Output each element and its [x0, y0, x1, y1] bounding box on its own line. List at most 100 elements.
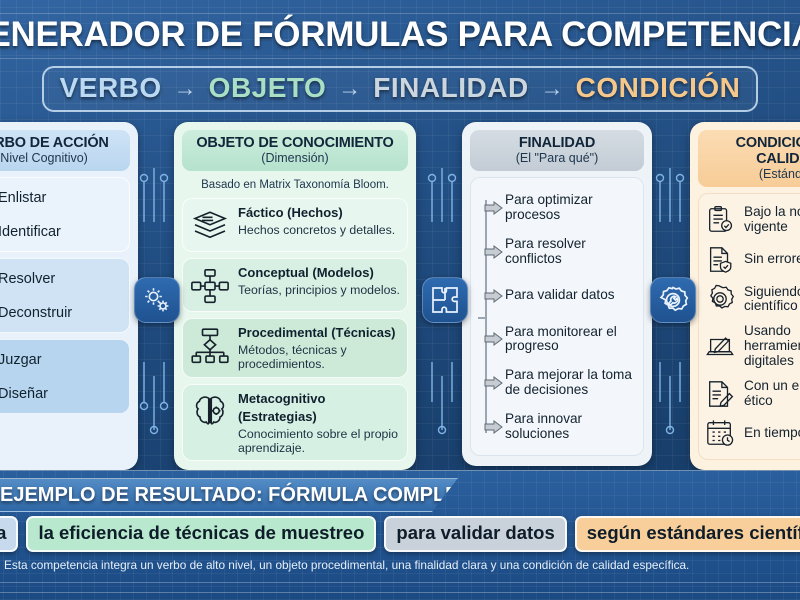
finalidad-item[interactable]: Para innovar soluciones: [484, 410, 637, 444]
formula-header-box: VERBO → OBJETO → FINALIDAD → CONDICIÓN: [41, 66, 759, 112]
column-verbo-title: VERBO DE ACCIÓN: [0, 135, 109, 151]
finalidad-label: Para monitorear el progreso: [505, 323, 617, 354]
finalidad-item[interactable]: Para resolver conflictos: [484, 235, 637, 269]
formula-header: VERBO → OBJETO → FINALIDAD → CONDICIÓN: [0, 66, 800, 112]
column-condicion-title: CONDICIÓN DE CALIDAD: [735, 135, 800, 168]
condicion-label: Sin errores: [744, 251, 800, 267]
verb-item[interactable]: Resolver: [0, 265, 122, 292]
column-finalidad: FINALIDAD (El "Para qué") Para optimizar…: [462, 122, 652, 466]
stack-icon: [190, 206, 230, 246]
objeto-card-title: Fáctico (Hechos): [238, 205, 343, 221]
column-finalidad-header: FINALIDAD (El "Para qué"): [470, 130, 644, 172]
column-verbo: VERBO DE ACCIÓN (Nivel Cognitivo): [0, 122, 138, 470]
arrow-right-icon: [484, 244, 504, 259]
bottom-section: EJEMPLO DE RESULTADO: FÓRMULA COMPLETA J…: [0, 470, 800, 600]
formula-word-finalidad: FINALIDAD: [373, 72, 529, 103]
condicion-label: En tiempo real: [744, 424, 800, 440]
gear-wrench-icon: [659, 286, 689, 312]
condicion-item[interactable]: Con un enfoque ético: [705, 377, 800, 409]
column-verbo-subtitle: (Nivel Cognitivo): [0, 151, 88, 166]
finalidad-spine: [478, 200, 487, 433]
condicion-label: Usando herramientas digitales: [744, 323, 800, 368]
verb-label: Deconstruir: [0, 304, 73, 321]
verb-item[interactable]: Juzgar: [0, 346, 122, 373]
finalidad-item[interactable]: Para optimizar procesos: [484, 191, 637, 225]
column-finalidad-title: FINALIDAD: [518, 135, 596, 151]
condicion-item[interactable]: Usando herramientas digitales: [705, 323, 800, 369]
column-condicion: CONDICIÓN DE CALIDAD (Estándar): [690, 122, 800, 470]
arrow-right-icon: [484, 376, 504, 391]
arrow-icon: →: [338, 74, 362, 101]
column-objeto-title: OBJETO DE CONOCIMIENTO: [196, 135, 394, 151]
objeto-card-procedimental[interactable]: Procedimental (Técnicas) Métodos, técnic…: [182, 318, 408, 378]
arrow-right-icon: [484, 332, 504, 347]
arrow-right-icon: [484, 420, 504, 435]
verb-item[interactable]: Deconstruir: [0, 299, 122, 326]
document-shield-icon: [705, 245, 735, 275]
column-objeto-header: OBJETO DE CONOCIMIENTO (Dimensión): [182, 130, 408, 172]
objeto-card-metacognitivo[interactable]: Metacognitivo (Estrategias) Conocimiento…: [182, 383, 408, 462]
condicion-label: Bajo la normativa vigente: [744, 204, 800, 235]
verb-item[interactable]: Diseñar: [0, 380, 122, 407]
condicion-item[interactable]: Sin errores: [705, 245, 800, 275]
verb-group-evaluar-crear: Juzgar Diseñar: [0, 339, 130, 415]
finalidad-label: Para resolver conflictos: [505, 235, 586, 266]
verb-label: Diseñar: [0, 385, 48, 402]
title-rule-top: [0, 13, 800, 14]
title-rule-bottom: [0, 58, 800, 59]
formula-chips: Juzga la eficiencia de técnicas de muest…: [0, 516, 800, 552]
column-objeto: OBJETO DE CONOCIMIENTO (Dimensión) Basad…: [174, 122, 416, 470]
chip-finalidad[interactable]: para validar datos: [384, 516, 567, 552]
chip-condicion[interactable]: según estándares científicos: [574, 516, 800, 552]
flowchart-icon: [190, 326, 230, 366]
objeto-card-title: Conceptual (Modelos): [238, 265, 374, 281]
objeto-card-title: Procedimental (Técnicas): [238, 325, 396, 341]
objeto-card-desc: Conocimiento sobre el propio aprendizaje…: [238, 426, 398, 455]
verb-item[interactable]: Identificar: [0, 218, 122, 245]
condicion-item[interactable]: Bajo la normativa vigente: [705, 204, 800, 235]
chip-verbo[interactable]: Juzga: [0, 516, 19, 552]
puzzle-connector-icon: [432, 287, 458, 313]
clipboard-check-icon: [705, 205, 735, 235]
objeto-card-factico[interactable]: Fáctico (Hechos) Hechos concretos y deta…: [182, 198, 408, 253]
calendar-clock-icon: [705, 418, 735, 448]
finalidad-label: Para validar datos: [505, 287, 615, 303]
objeto-card-desc: Hechos concretos y detalles.: [238, 223, 396, 238]
arrow-icon: →: [173, 74, 197, 101]
network-icon: [190, 266, 230, 306]
verb-group-recordar: Enlistar Identificar: [0, 177, 130, 253]
verb-label: Identificar: [0, 223, 61, 240]
arrow-icon: →: [540, 74, 564, 101]
condicion-item[interactable]: Siguiendo el método científico: [705, 284, 800, 314]
finalidad-panel: Para optimizar procesos Para resolver co…: [470, 177, 644, 456]
condicion-label: Con un enfoque ético: [744, 377, 800, 408]
chip-objeto[interactable]: la eficiencia de técnicas de muestreo: [26, 516, 377, 552]
verb-item[interactable]: Enlistar: [0, 184, 122, 211]
objeto-card-conceptual[interactable]: Conceptual (Modelos) Teorías, principios…: [182, 258, 408, 313]
finalidad-item[interactable]: Para mejorar la toma de decisiones: [484, 366, 637, 400]
brain-icon: [190, 392, 230, 432]
caption-row: Esta competencia integra un verbo de alt…: [0, 554, 800, 576]
connector-gear-wrench: [650, 277, 696, 323]
arrow-right-icon: [484, 201, 504, 216]
verb-group-aplicar: Resolver Deconstruir: [0, 258, 130, 334]
column-objeto-subtitle: (Dimensión): [261, 151, 329, 166]
finalidad-label: Para mejorar la toma de decisiones: [505, 367, 632, 398]
condicion-panel: Bajo la normativa vigente Sin errores: [698, 193, 800, 460]
objeto-note: Basado en Matrix Taxonomía Bloom.: [201, 179, 389, 192]
finalidad-item[interactable]: Para monitorear el progreso: [484, 322, 637, 356]
gear-check-icon: [705, 284, 735, 314]
circuit-decoration: [139, 168, 685, 435]
column-condicion-subtitle: (Estándar): [758, 167, 800, 182]
finalidad-label: Para innovar soluciones: [505, 411, 583, 442]
formula-word-verbo: VERBO: [59, 72, 162, 103]
connector-puzzle: [422, 277, 468, 323]
condicion-item[interactable]: En tiempo real: [705, 418, 800, 448]
finalidad-item[interactable]: Para validar datos: [484, 279, 637, 313]
result-banner: EJEMPLO DE RESULTADO: FÓRMULA COMPLETA: [0, 478, 458, 512]
title-band: GENERADOR DE FÓRMULAS PARA COMPETENCIAS: [0, 12, 800, 59]
caption-text: Esta competencia integra un verbo de alt…: [4, 558, 690, 572]
bottom-rule-1: [0, 582, 800, 583]
connector-gears: [134, 277, 180, 323]
